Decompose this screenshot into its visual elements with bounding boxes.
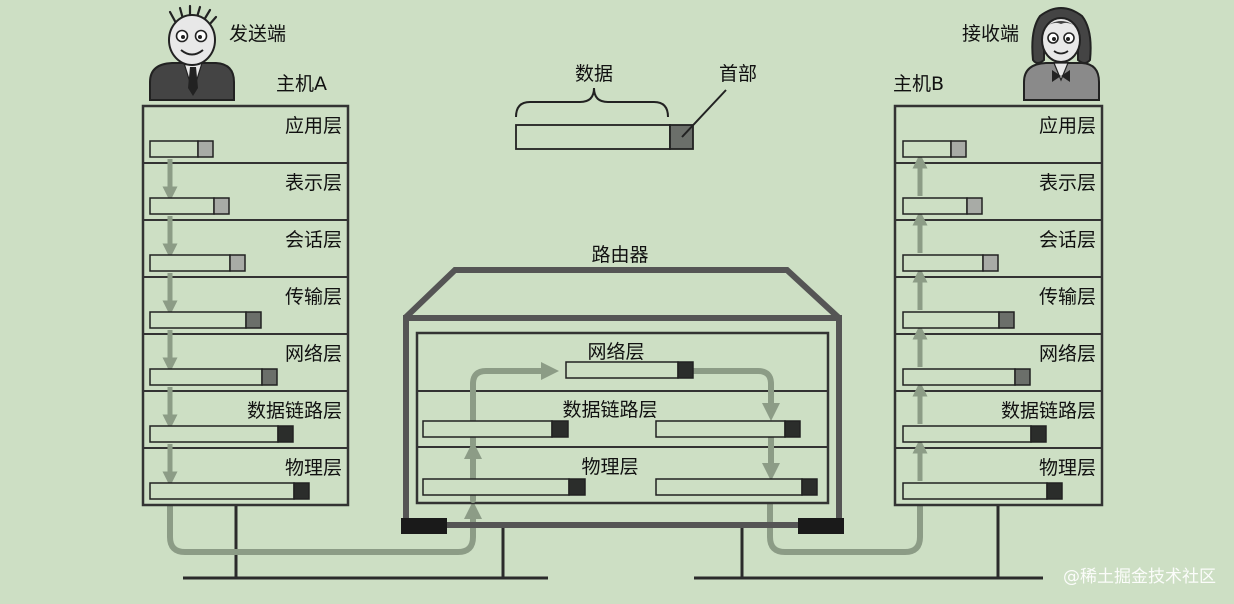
layer-label: 传输层 xyxy=(285,286,342,308)
layer-data-bar xyxy=(902,254,984,272)
watermark: @稀土掘金技术社区 xyxy=(1063,567,1216,587)
layer-header-box xyxy=(213,197,230,215)
layer-data-bar xyxy=(902,482,1048,500)
router-right-port xyxy=(798,518,844,534)
layer-label: 数据链路层 xyxy=(1001,400,1096,422)
layer-header-box xyxy=(293,482,310,500)
router-bar-physical-right xyxy=(655,478,803,496)
layer-label: 会话层 xyxy=(1039,229,1096,251)
layer-header-box xyxy=(998,311,1015,329)
router-bar-physical-left xyxy=(422,478,570,496)
receiver-avatar xyxy=(1023,7,1100,101)
layer-data-bar xyxy=(149,140,199,158)
layer-label: 物理层 xyxy=(285,457,342,479)
header-pointer xyxy=(681,89,727,138)
packet-data-bar xyxy=(515,124,671,150)
layer-header-box xyxy=(277,425,294,443)
layer-label: 网络层 xyxy=(285,343,342,365)
router-layer-physical: 物理层 xyxy=(581,456,638,478)
router-title: 路由器 xyxy=(591,244,648,266)
layer-header-box xyxy=(245,311,262,329)
layer-data-bar xyxy=(149,482,295,500)
data-brace xyxy=(515,87,669,118)
router-bar-network-header xyxy=(677,361,694,379)
layer-label: 网络层 xyxy=(1039,343,1096,365)
layer-label: 数据链路层 xyxy=(247,400,342,422)
layer-data-bar xyxy=(149,311,247,329)
sender-avatar xyxy=(149,4,235,101)
receiver-label: 接收端 xyxy=(962,23,1019,45)
router-layer-network: 网络层 xyxy=(587,341,644,363)
packet-header-label: 首部 xyxy=(719,63,757,85)
layer-data-bar xyxy=(902,140,952,158)
layer-data-bar xyxy=(149,368,263,386)
router-outer-frame xyxy=(403,315,842,528)
router-packet-bars xyxy=(422,361,818,496)
layer-data-bar xyxy=(902,425,1032,443)
layer-header-box xyxy=(197,140,214,158)
layer-label: 物理层 xyxy=(1039,457,1096,479)
router-flow xyxy=(464,362,780,503)
layer-label: 应用层 xyxy=(1039,115,1096,137)
layer-data-bar xyxy=(149,254,231,272)
packet-legend: 数据 首部 xyxy=(515,63,757,150)
layer-data-bar xyxy=(149,197,215,215)
host-b-label: 主机B xyxy=(893,73,944,95)
layer-header-box xyxy=(1014,368,1031,386)
layer-data-bar xyxy=(902,197,968,215)
host-a-label: 主机A xyxy=(276,73,327,95)
layer-header-box xyxy=(950,140,967,158)
layer-data-bar xyxy=(149,425,279,443)
sender-label: 发送端 xyxy=(229,23,286,45)
router: 路由器 网络层 数据链路层 物理层 xyxy=(401,244,844,534)
layer-label: 表示层 xyxy=(1039,172,1096,194)
layer-label: 应用层 xyxy=(285,115,342,137)
data-flow-path xyxy=(167,500,923,555)
layer-data-bar xyxy=(902,311,1000,329)
layer-data-bar xyxy=(902,368,1016,386)
router-left-port xyxy=(401,518,447,534)
router-bar-physical-right-header xyxy=(801,478,818,496)
router-bar-datalink-right-header xyxy=(784,420,801,438)
layer-header-box xyxy=(1030,425,1047,443)
router-bar-datalink-left xyxy=(422,420,553,438)
router-bar-physical-left-header xyxy=(568,478,586,496)
layer-label: 会话层 xyxy=(285,229,342,251)
layer-label: 表示层 xyxy=(285,172,342,194)
layer-header-box xyxy=(1046,482,1063,500)
packet-data-label: 数据 xyxy=(575,63,613,85)
layer-header-box xyxy=(982,254,999,272)
router-bar-datalink-left-header xyxy=(551,420,569,438)
router-bar-network xyxy=(565,361,679,379)
router-bar-datalink-right xyxy=(655,420,786,438)
layer-header-box xyxy=(261,368,278,386)
network-cables xyxy=(183,505,1043,580)
layer-header-box xyxy=(229,254,246,272)
layer-label: 传输层 xyxy=(1039,286,1096,308)
router-layer-datalink: 数据链路层 xyxy=(562,399,657,421)
router-roof xyxy=(402,267,842,321)
layer-header-box xyxy=(966,197,983,215)
